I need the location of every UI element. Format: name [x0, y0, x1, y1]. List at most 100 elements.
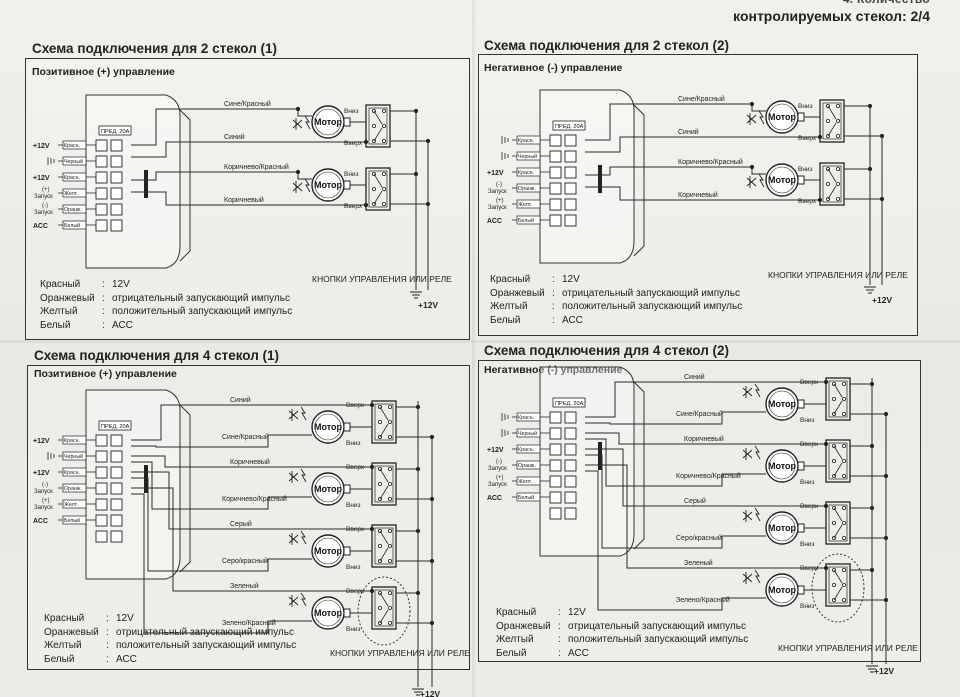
motor-shaft	[343, 422, 351, 432]
wire-name: Зеленый	[684, 559, 713, 567]
pin-label: +12V	[33, 143, 50, 150]
ground-symbol	[412, 688, 424, 696]
switch-down-label: Вниз	[800, 479, 815, 486]
diagram-1-button-label: КНОПКИ УПРАВЛЕНИЯ ИЛИ РЕЛЕ	[312, 274, 452, 284]
diagram-1-title: Схема подключения для 2 стекол (1)	[32, 41, 278, 56]
connector-latch	[598, 165, 602, 193]
diagram-2-mode: Негативное (-) управление	[484, 62, 623, 74]
motor-ring	[768, 514, 796, 542]
pin-tag: Красн.	[64, 143, 80, 149]
harness-wire	[585, 136, 820, 153]
switch-contact	[832, 396, 837, 401]
wire-name: Синий	[224, 133, 245, 141]
legend-desc: положительный запускающий импульс	[112, 306, 293, 318]
diagram-3-button-label: КНОПКИ УПРАВЛЕНИЯ ИЛИ РЕЛЕ	[330, 648, 470, 658]
switch-frame	[825, 377, 851, 421]
connector-pin-cell	[95, 139, 108, 152]
harness-wire	[585, 186, 820, 201]
connector-pin-cell	[564, 166, 577, 179]
pin-label: АСС	[33, 518, 48, 525]
switch-down-label: Вниз	[800, 541, 815, 548]
pin-label: Запуск	[34, 194, 53, 200]
switch-contact	[842, 568, 847, 573]
switch-down-label: Вниз	[346, 564, 361, 571]
spark-strokes	[742, 448, 753, 460]
connector-pin-cell	[549, 507, 562, 520]
switch-frame	[365, 104, 391, 148]
window-switch	[819, 99, 845, 143]
pin-tag: Красн.	[518, 138, 534, 144]
diagram-2-button-label: КНОПКИ УПРАВЛЕНИЯ ИЛИ РЕЛЕ	[768, 270, 908, 280]
motor-label: Мотор	[768, 399, 797, 409]
window-switch	[371, 586, 397, 630]
motor-ring	[768, 103, 796, 131]
motor-label: Мотор	[314, 546, 343, 556]
motor-shaft	[343, 117, 351, 127]
motor-ring	[768, 390, 796, 418]
pin-label: +12V	[33, 438, 50, 445]
harness-wire	[585, 411, 766, 425]
motor-shaft	[797, 175, 805, 185]
spark-strokes	[742, 386, 753, 398]
supply-label: +12V	[420, 689, 440, 697]
motor-label: Мотор	[314, 608, 343, 618]
connector-flange	[179, 109, 191, 262]
junction-dot	[823, 503, 829, 509]
junction-dot	[369, 402, 375, 408]
legend-desc: АСС	[562, 314, 583, 326]
connector-pin-cell	[95, 434, 108, 447]
switch-lever	[379, 530, 389, 545]
junction-dot	[749, 164, 755, 170]
switch-contact	[842, 381, 847, 386]
window-motor: Мотор	[311, 105, 351, 139]
pin-tag: Белый	[64, 222, 80, 229]
legend-color: Оранжевый	[44, 626, 99, 638]
switch-contact	[842, 521, 847, 526]
fold-line-horizontal	[0, 340, 960, 343]
legend-desc: 12V	[562, 274, 580, 285]
spark-strokes	[746, 176, 757, 188]
lightning-strokes	[754, 445, 761, 460]
motor-label: Мотор	[314, 180, 343, 190]
connector-pin-cell	[549, 134, 562, 147]
pin-label: Запуск	[488, 482, 507, 488]
pin-tag: Черный	[64, 453, 83, 460]
motor-ring	[314, 171, 342, 199]
connector-flange	[179, 404, 191, 573]
connector-latch	[144, 170, 148, 198]
harness-wire	[585, 448, 826, 507]
junction-dot	[363, 202, 369, 208]
window-switch	[371, 462, 397, 506]
supply-label: +12V	[874, 666, 894, 676]
wire-name: Сине/Красный	[222, 433, 269, 441]
switch-down-label: Вниз	[344, 171, 359, 178]
harness-wire	[131, 108, 312, 146]
connector-pin-cell	[95, 155, 108, 168]
connector-pin-cell	[95, 498, 108, 511]
junction-dot	[823, 379, 829, 385]
legend-desc: АСС	[568, 647, 589, 659]
harness-wire	[131, 477, 312, 572]
pin-tag: Желт.	[518, 202, 532, 208]
legend-desc: АСС	[112, 319, 133, 331]
legend-color: Оранжевый	[496, 620, 551, 632]
switch-contact	[387, 434, 392, 439]
legend-color: Желтый	[40, 306, 78, 318]
pin-tag: Красн.	[64, 175, 80, 181]
switch-lever	[379, 547, 389, 562]
legend-desc: отрицательный запускающий импульс	[112, 292, 290, 304]
harness-connector: ПРЕД. 20А	[85, 94, 191, 269]
diagram-3-title: Схема подключения для 4 стекол (1)	[34, 348, 280, 363]
window-switch	[819, 162, 845, 206]
legend-color: Красный	[40, 279, 81, 290]
pin-label: Запуск	[34, 210, 53, 216]
spark-strokes	[746, 113, 757, 125]
ground-icon	[47, 157, 55, 165]
motor-shaft	[797, 399, 805, 409]
connector-latch	[144, 465, 148, 493]
switch-contact	[381, 201, 386, 206]
pin-tag: Оранж.	[64, 486, 82, 492]
junction-dot	[295, 169, 301, 175]
switch-inner	[822, 102, 842, 140]
diagram-2-title: Схема подключения для 2 стекол (2)	[484, 38, 730, 53]
